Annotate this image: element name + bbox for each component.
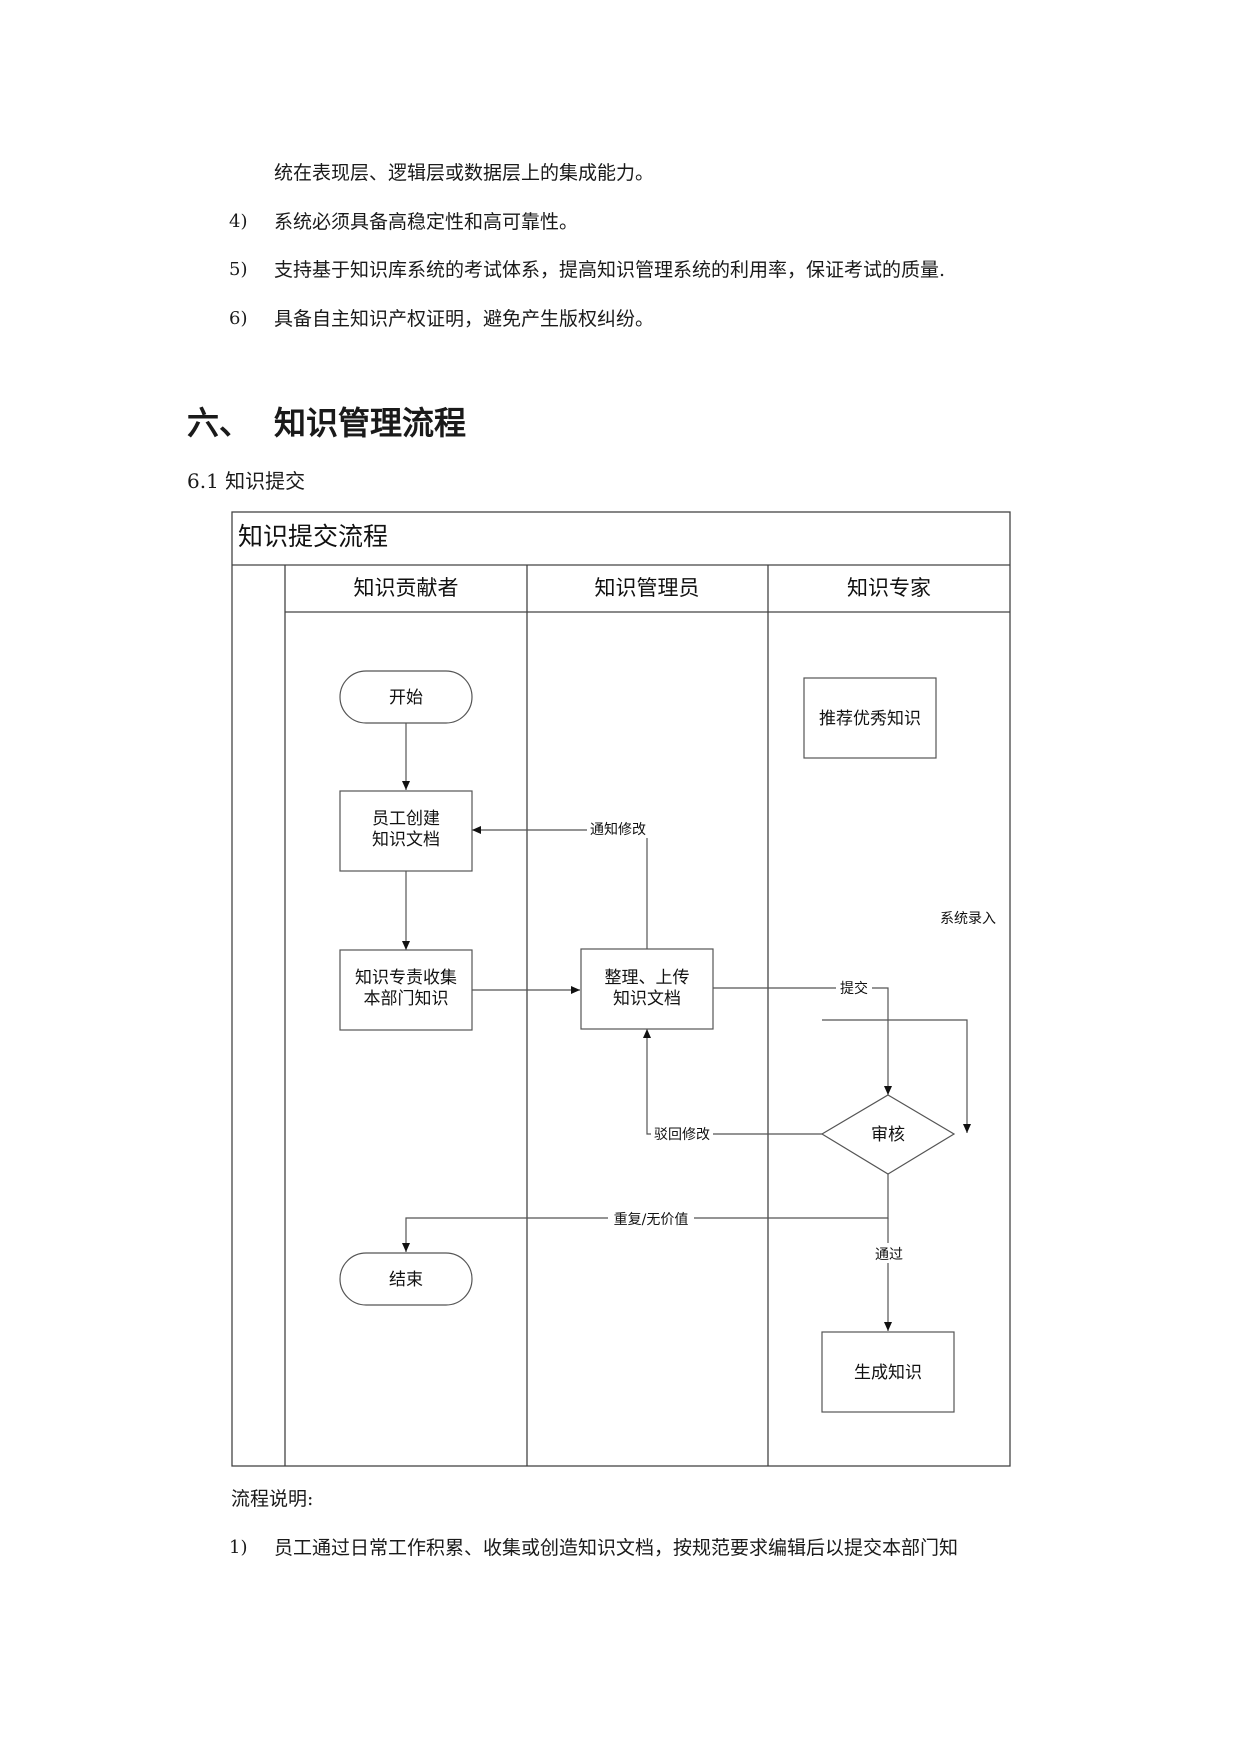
edge-label-submit: 提交: [840, 980, 868, 997]
collect-label-2: 本部门知识: [364, 989, 449, 1009]
start-terminal: [339, 670, 473, 724]
start-label: 开始: [389, 688, 423, 708]
organize-upload-box: [580, 948, 714, 1030]
lane-header-contributor: 知识贡献者: [354, 576, 459, 600]
list-item-number: 4): [229, 211, 248, 232]
arrow-system-entry: [822, 1019, 971, 1133]
edge-label-system-entry: 系统录入: [940, 911, 996, 927]
flowchart-title: 知识提交流程: [238, 522, 388, 551]
edge-label-reject-modify: 驳回修改: [654, 1127, 710, 1143]
flowchart-frame: [231, 511, 1011, 1467]
collect-label-1: 知识专责收集: [355, 968, 457, 988]
create-doc-label-2: 知识文档: [372, 830, 440, 850]
section-number: 六、: [187, 404, 252, 442]
arrow-reject-modify: [643, 1029, 822, 1135]
generate-knowledge-box: [821, 1331, 955, 1413]
edge-label-pass: 通过: [875, 1247, 903, 1263]
list-item-text: 具备自主知识产权证明，避免产生版权纠纷。: [274, 308, 655, 330]
end-label: 结束: [389, 1270, 423, 1290]
review-label: 审核: [871, 1125, 905, 1145]
lane-header-admin: 知识管理员: [595, 576, 700, 600]
collect-knowledge-box: [339, 949, 473, 1031]
recommend-knowledge-box: [803, 677, 937, 759]
list-item-text: 系统必须具备高稳定性和高可靠性。: [274, 211, 579, 233]
list-item-number: 6): [229, 308, 248, 329]
lane-header-expert: 知识专家: [847, 576, 931, 600]
process-description-label: 流程说明:: [231, 1488, 314, 1510]
create-doc-box: [339, 790, 473, 872]
create-doc-label-1: 员工创建: [372, 809, 440, 829]
arrow-submit: [713, 987, 892, 1095]
edge-label-notify-modify: 通知修改: [590, 821, 646, 838]
end-terminal: [339, 1252, 473, 1306]
subsection-title: 6.1 知识提交: [187, 469, 306, 493]
organize-label-1: 整理、上传: [605, 968, 690, 988]
edge-label-duplicate: 重复/无价值: [614, 1211, 689, 1228]
list-item-number: 5): [229, 259, 248, 280]
list-item-text: 员工通过日常工作积累、收集或创造知识文档，按规范要求编辑后以提交本部门知: [274, 1537, 959, 1559]
review-decision: [820, 1094, 956, 1175]
organize-label-2: 知识文档: [613, 989, 681, 1009]
arrow-notify-modify: [472, 826, 648, 949]
list-item-number: 1): [229, 1537, 248, 1558]
recommend-label: 推荐优秀知识: [819, 709, 921, 729]
list-item-text: 支持基于知识库系统的考试体系，提高知识管理系统的利用率，保证考试的质量.: [274, 259, 946, 281]
intro-line-continuation: 统在表现层、逻辑层或数据层上的集成能力。: [274, 162, 655, 184]
generate-label: 生成知识: [854, 1363, 922, 1383]
section-title: 知识管理流程: [274, 404, 467, 442]
